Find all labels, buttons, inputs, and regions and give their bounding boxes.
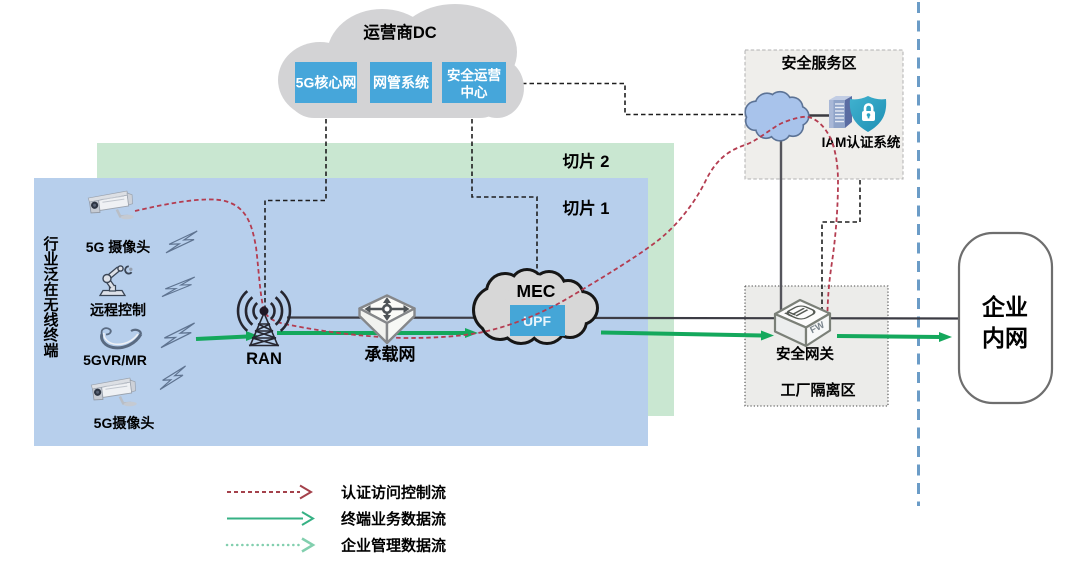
svg-text:泛: 泛 [43, 266, 58, 283]
svg-text:5G摄像头: 5G摄像头 [94, 415, 155, 431]
svg-text:安全运营: 安全运营 [447, 67, 501, 83]
svg-text:业: 业 [43, 251, 58, 268]
svg-text:中心: 中心 [461, 84, 488, 100]
svg-text:切片 2: 切片 2 [563, 151, 610, 171]
svg-text:无: 无 [42, 297, 58, 314]
svg-text:认证访问控制流: 认证访问控制流 [341, 484, 446, 502]
svg-text:终: 终 [43, 326, 59, 344]
svg-text:终端业务数据流: 终端业务数据流 [341, 510, 446, 528]
svg-text:承载网: 承载网 [365, 344, 416, 364]
svg-text:5GVR/MR: 5GVR/MR [83, 352, 147, 368]
svg-text:企业管理数据流: 企业管理数据流 [340, 537, 446, 555]
svg-text:远程控制: 远程控制 [90, 302, 146, 318]
svg-text:端: 端 [43, 341, 58, 359]
svg-text:IAM认证系统: IAM认证系统 [822, 134, 901, 150]
svg-text:运营商DC: 运营商DC [363, 22, 436, 42]
svg-text:安全服务区: 安全服务区 [781, 54, 856, 72]
svg-text:在: 在 [43, 281, 58, 299]
svg-text:RAN: RAN [246, 350, 282, 368]
svg-text:线: 线 [43, 311, 58, 329]
svg-text:行: 行 [42, 235, 58, 253]
svg-text:切片 1: 切片 1 [563, 198, 610, 218]
svg-text:5G核心网: 5G核心网 [296, 75, 357, 91]
svg-text:企业: 企业 [981, 294, 1028, 320]
svg-text:内网: 内网 [982, 325, 1028, 351]
svg-text:安全网关: 安全网关 [776, 345, 834, 363]
svg-text:工厂隔离区: 工厂隔离区 [780, 381, 855, 399]
svg-text:UPF: UPF [523, 313, 551, 329]
svg-text:MEC: MEC [517, 281, 556, 301]
svg-text:网管系统: 网管系统 [373, 75, 429, 91]
svg-text:5G 摄像头: 5G 摄像头 [86, 239, 151, 255]
